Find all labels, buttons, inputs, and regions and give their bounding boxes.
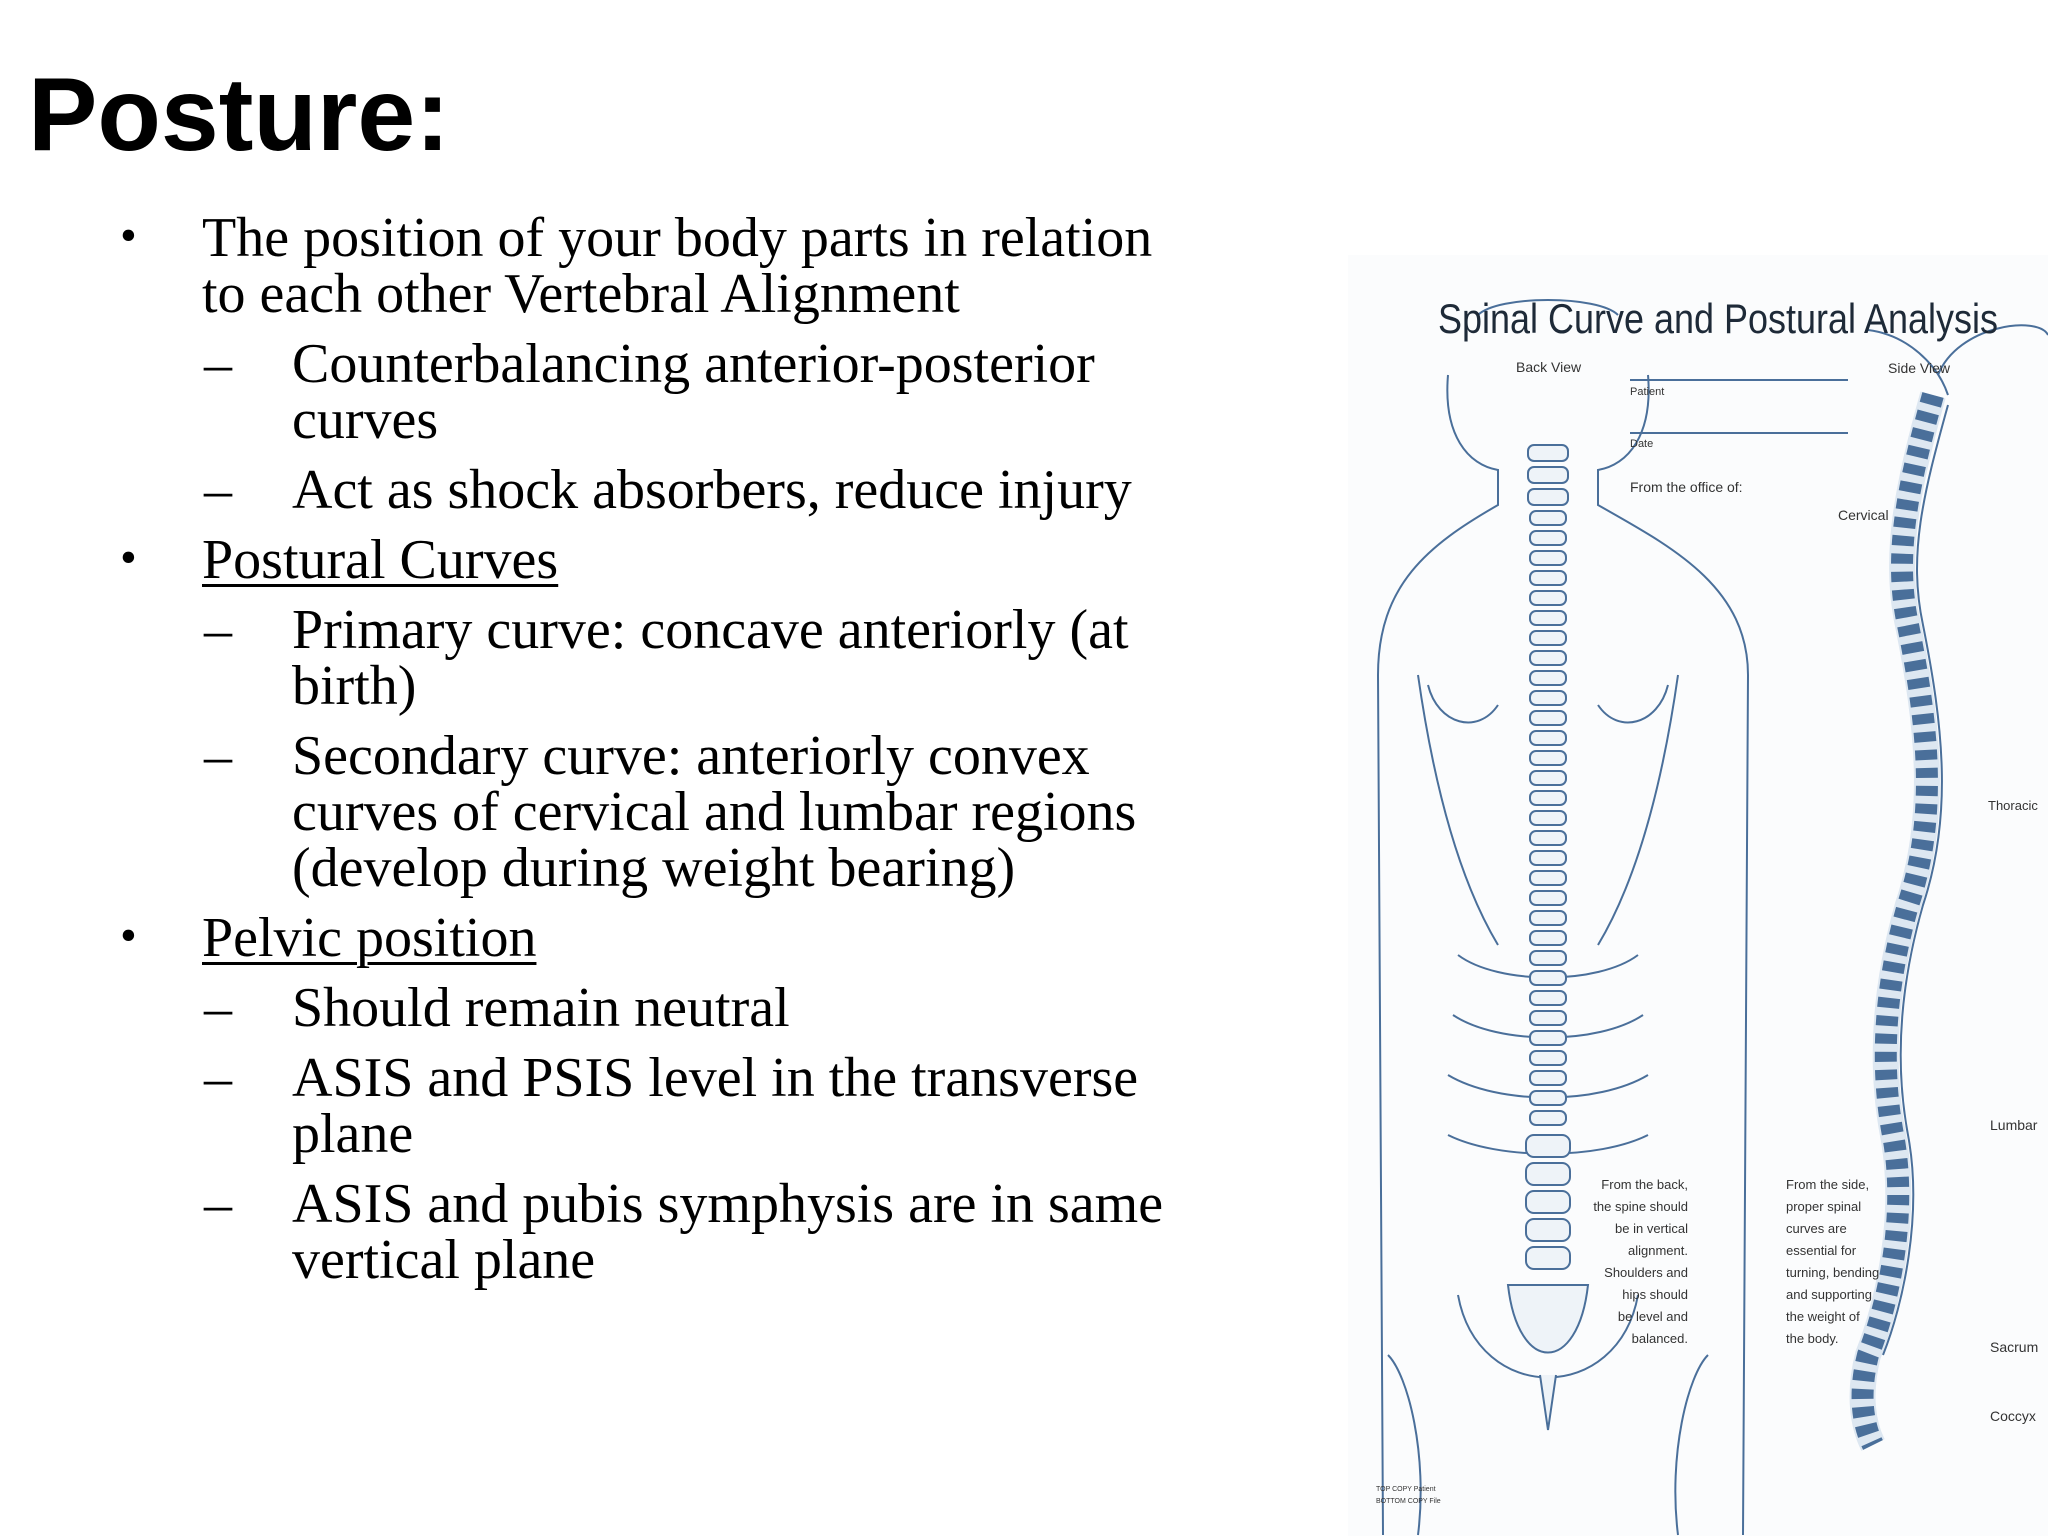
spinal-curve-figure: Spinal Curve and Postural Analysis Back … — [1348, 255, 2048, 1536]
dash-mark: – — [204, 333, 232, 395]
back-spine — [1506, 444, 1590, 1431]
region-label-thoracic: Thoracic — [1988, 798, 2038, 813]
figure-title: Spinal Curve and Postural Analysis — [1438, 295, 1998, 342]
sub-bullet-text: Secondary curve: anteriorly convex curve… — [292, 725, 1137, 899]
bullet-text-underlined: Postural Curves — [202, 529, 559, 591]
sub-bullet-list: –Should remain neutral –ASIS and PSIS le… — [202, 980, 1200, 1288]
copy-note-line: TOP COPY Patient — [1376, 1486, 1436, 1493]
back-note-line: be in vertical — [1615, 1221, 1688, 1236]
sub-bullet-list: –Primary curve: concave anteriorly (at b… — [202, 602, 1200, 896]
side-note-line: From the side, — [1786, 1177, 1869, 1192]
bullet-dot: • — [120, 531, 137, 584]
side-note-line: essential for — [1786, 1243, 1857, 1258]
side-note-line: proper spinal — [1786, 1199, 1861, 1214]
sub-bullet-item: –Primary curve: concave anteriorly (at b… — [202, 602, 1200, 714]
dash-mark: – — [204, 1173, 232, 1235]
form-lines — [1630, 379, 1848, 434]
back-note-line: alignment. — [1628, 1243, 1688, 1258]
dash-mark: – — [204, 459, 232, 521]
bullet-text: The position of your body parts in relat… — [202, 207, 1153, 325]
side-note-line: turning, bending — [1786, 1265, 1879, 1280]
dash-mark: – — [204, 1047, 232, 1109]
sub-bullet-text: ASIS and PSIS level in the transverse pl… — [292, 1047, 1139, 1165]
sub-bullet-item: –Should remain neutral — [202, 980, 1200, 1036]
patient-label: Patient — [1630, 386, 1664, 398]
back-note-line: Shoulders and — [1604, 1265, 1688, 1280]
sub-bullet-text: Counterbalancing anterior-posterior curv… — [292, 333, 1095, 451]
sub-bullet-text: Should remain neutral — [292, 977, 790, 1039]
bullet-item: • Postural Curves –Primary curve: concav… — [120, 529, 1200, 896]
side-spine — [1849, 391, 1949, 1451]
side-note-line: the weight of — [1786, 1309, 1860, 1324]
side-note-line: and supporting — [1786, 1287, 1872, 1302]
bullet-item: • The position of your body parts in rel… — [120, 207, 1200, 518]
side-note-line: curves are — [1786, 1221, 1847, 1236]
office-label: From the office of: — [1630, 479, 1743, 495]
spine-illustration: Spinal Curve and Postural Analysis Back … — [1376, 295, 2048, 1536]
figure-text-layer: Spinal Curve and Postural Analysis Back … — [1376, 295, 2038, 1505]
region-label-coccyx: Coccyx — [1990, 1408, 2036, 1424]
sub-bullet-item: –ASIS and PSIS level in the transverse p… — [202, 1050, 1200, 1162]
date-label: Date — [1630, 438, 1653, 450]
back-note-line: From the back, — [1601, 1177, 1688, 1192]
back-note-line: the spine should — [1593, 1199, 1688, 1214]
sub-bullet-list: –Counterbalancing anterior-posterior cur… — [202, 336, 1200, 518]
sub-bullet-item: –ASIS and pubis symphysis are in same ve… — [202, 1176, 1200, 1288]
region-label-lumbar: Lumbar — [1990, 1117, 2038, 1133]
side-note-line: the body. — [1786, 1331, 1839, 1346]
sub-bullet-text: Act as shock absorbers, reduce injury — [292, 459, 1132, 521]
back-note-line: hips should — [1622, 1287, 1688, 1302]
sub-bullet-item: –Act as shock absorbers, reduce injury — [202, 462, 1200, 518]
back-note-line: balanced. — [1632, 1331, 1688, 1346]
bullet-dot: • — [120, 909, 137, 962]
region-label-sacrum: Sacrum — [1990, 1339, 2038, 1355]
sub-bullet-text: Primary curve: concave anteriorly (at bi… — [292, 599, 1129, 717]
back-note-line: be level and — [1618, 1309, 1688, 1324]
bullet-item: • Pelvic position –Should remain neutral… — [120, 907, 1200, 1288]
dash-mark: – — [204, 977, 232, 1039]
side-view-label: Side View — [1888, 360, 1951, 376]
sub-bullet-item: –Counterbalancing anterior-posterior cur… — [202, 336, 1200, 448]
dash-mark: – — [204, 725, 232, 787]
region-label-cervical: Cervical — [1838, 507, 1889, 523]
bullet-text-underlined: Pelvic position — [202, 907, 537, 969]
bullet-dot: • — [120, 209, 137, 262]
slide-title: Posture: — [28, 57, 450, 173]
copy-note-line: BOTTOM COPY File — [1376, 1498, 1441, 1505]
back-view-label: Back View — [1516, 359, 1582, 375]
sub-bullet-item: –Secondary curve: anteriorly convex curv… — [202, 728, 1200, 896]
bullet-list: • The position of your body parts in rel… — [120, 207, 1200, 1302]
sub-bullet-text: ASIS and pubis symphysis are in same ver… — [292, 1173, 1164, 1291]
dash-mark: – — [204, 599, 232, 661]
